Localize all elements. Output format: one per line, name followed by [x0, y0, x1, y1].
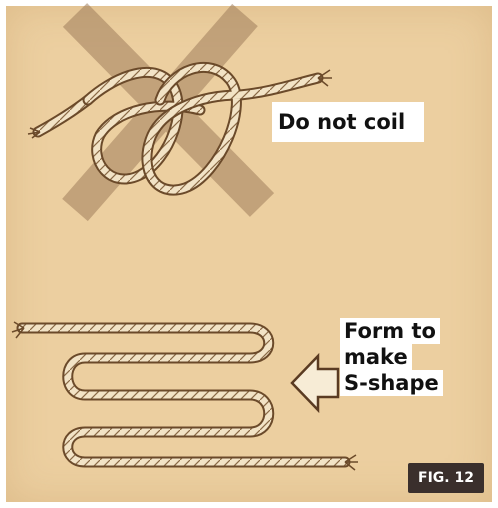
do-not-coil-label: Do not coil	[272, 102, 424, 142]
form-s-shape-label: Form to make S-shape	[340, 318, 460, 396]
form-label-line-3: S-shape	[340, 370, 443, 396]
form-label-line-1: Form to	[340, 318, 440, 344]
form-label-line-2: make	[340, 344, 412, 370]
figure-number-text: FIG. 12	[410, 467, 482, 489]
figure-number-badge: FIG. 12	[408, 463, 484, 493]
hollow-left-arrow-icon	[292, 356, 338, 410]
